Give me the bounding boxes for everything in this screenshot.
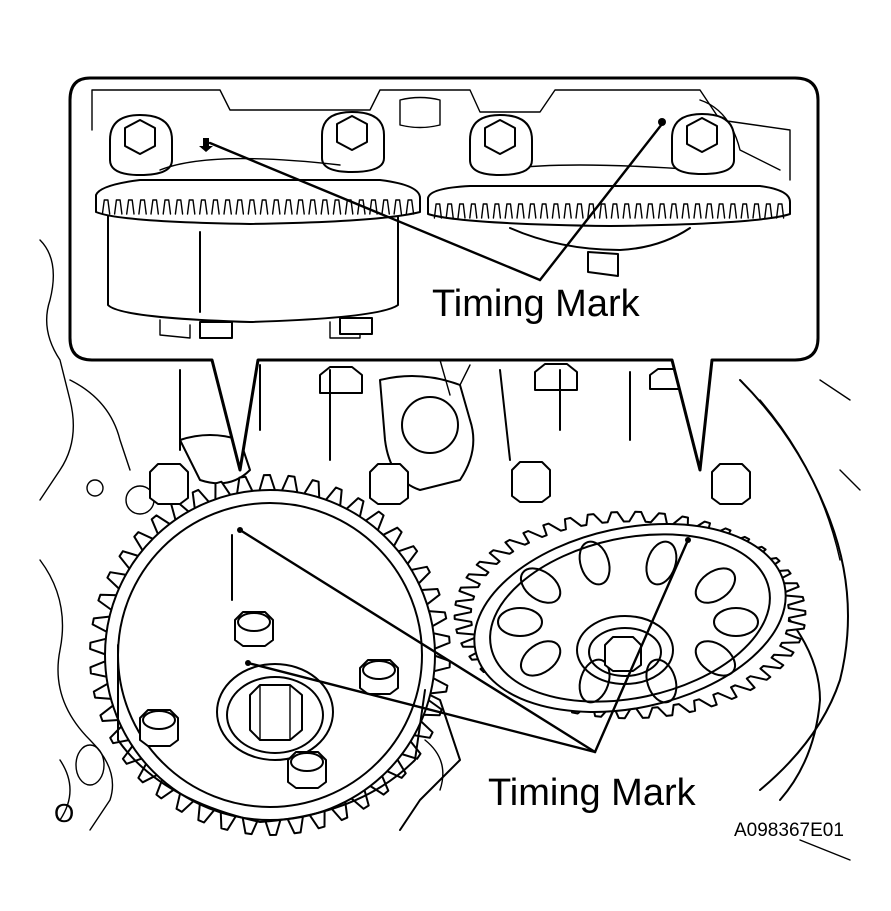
- right-gear-hole: [519, 567, 562, 604]
- inset-left-tooth: [199, 199, 208, 215]
- inset-right-tooth: [516, 203, 525, 219]
- inset-left-bolt-b: [321, 111, 385, 173]
- right-gear-hole: [497, 607, 543, 637]
- inset-left-tooth: [271, 199, 281, 215]
- inset-right-tooth: [775, 203, 785, 219]
- inset-right-bolt-b: [671, 113, 735, 175]
- inset-right-tooth: [610, 203, 620, 219]
- svg-text:Timing Mark: Timing Mark: [432, 283, 641, 325]
- inset-detail: [91, 89, 791, 339]
- inset-left-tooth: [259, 199, 269, 215]
- right-gear-holes: [497, 540, 759, 704]
- inset-right-tooth: [681, 203, 690, 219]
- inset-left-tooth: [296, 199, 305, 215]
- inset-left-bolt-a: [109, 114, 173, 176]
- inset-right-tooth: [551, 203, 561, 219]
- inset-left-tooth: [405, 199, 415, 215]
- inset-left-tooth: [320, 199, 330, 215]
- inset-right-gear-teeth: [433, 203, 785, 219]
- inset-right-tooth: [764, 203, 773, 219]
- inset-left-tooth: [393, 199, 403, 215]
- inset-right-timing-dot: [658, 118, 666, 126]
- inset-right-tooth: [433, 203, 443, 219]
- inset-right-tooth: [693, 203, 702, 219]
- inset-left-tooth: [126, 199, 135, 215]
- inset-right-tooth: [752, 203, 761, 219]
- inset-left-gear-teeth: [101, 199, 415, 215]
- inset-right-tooth: [492, 203, 502, 219]
- inset-right-tooth: [528, 203, 537, 219]
- inset-right-tooth: [716, 203, 726, 219]
- inset-right-tooth: [705, 203, 714, 219]
- inset-right-tooth: [669, 203, 679, 219]
- left-camshaft-gear: [89, 474, 451, 836]
- inset-right-tooth: [598, 203, 608, 219]
- left-gear-bolt-4: [287, 751, 327, 789]
- inset-left-tooth: [223, 199, 232, 215]
- inset-left-tooth: [138, 199, 147, 215]
- inset-right-tooth: [480, 203, 490, 219]
- right-gear-hole: [713, 607, 759, 637]
- right-gear-hole: [578, 658, 611, 704]
- inset-left-tooth: [101, 199, 111, 215]
- left-gear-bolt-2: [359, 659, 399, 695]
- right-gear-hole: [694, 640, 737, 677]
- inset-right-tooth: [634, 203, 643, 219]
- inset-left-tooth: [247, 199, 257, 215]
- inset-right-tooth: [646, 203, 655, 219]
- right-camshaft-gear: [453, 510, 807, 720]
- inset-right-tooth: [657, 203, 667, 219]
- inset-right-bolt-a: [469, 114, 533, 176]
- inset-left-tooth: [369, 199, 378, 215]
- inset-left-timing-arrow: [199, 138, 213, 152]
- left-centre-bolt: [249, 684, 303, 741]
- inset-right-tooth: [575, 203, 584, 219]
- inset-left-tooth: [308, 199, 317, 215]
- timing-mark-label-top: Timing Mark: [432, 283, 641, 325]
- inset-left-tooth: [174, 199, 184, 215]
- inset-left-tooth: [113, 199, 123, 215]
- inset-left-tooth: [211, 199, 220, 215]
- inset-right-tooth: [539, 203, 549, 219]
- inset-left-tooth: [381, 199, 390, 215]
- inset-right-tooth: [504, 203, 513, 219]
- inset-right-tooth: [457, 203, 466, 219]
- svg-text:O: O: [54, 798, 74, 828]
- right-gear-hole: [578, 540, 611, 586]
- cap-bolts: [149, 461, 751, 505]
- inset-right-tooth: [563, 203, 572, 219]
- right-gear-hole: [645, 658, 678, 704]
- svg-text:A098367E01: A098367E01: [734, 820, 844, 841]
- inset-left-tooth: [284, 199, 293, 215]
- inset-right-tooth: [740, 203, 749, 219]
- inset-left-tooth: [332, 199, 342, 215]
- inset-left-tooth: [235, 199, 245, 215]
- inset-right-tooth: [469, 203, 478, 219]
- leader-lines: [208, 122, 690, 754]
- timing-mark-label-bottom: Timing Mark: [488, 772, 697, 814]
- right-gear-hole: [694, 567, 737, 604]
- inset-right-tooth: [728, 203, 738, 219]
- inset-right-tooth: [445, 203, 454, 219]
- figure-code: A098367E01: [734, 820, 844, 841]
- inset-right-tooth: [622, 203, 631, 219]
- inset-left-tooth: [150, 199, 159, 215]
- inset-left-tooth: [186, 199, 196, 215]
- left-gear-bolt-1: [234, 611, 274, 647]
- left-gear-bolt-3: [139, 709, 179, 747]
- right-gear-hole: [519, 640, 562, 677]
- svg-text:Timing Mark: Timing Mark: [488, 772, 697, 814]
- inset-left-tooth: [162, 199, 172, 215]
- inset-callout: [68, 76, 820, 472]
